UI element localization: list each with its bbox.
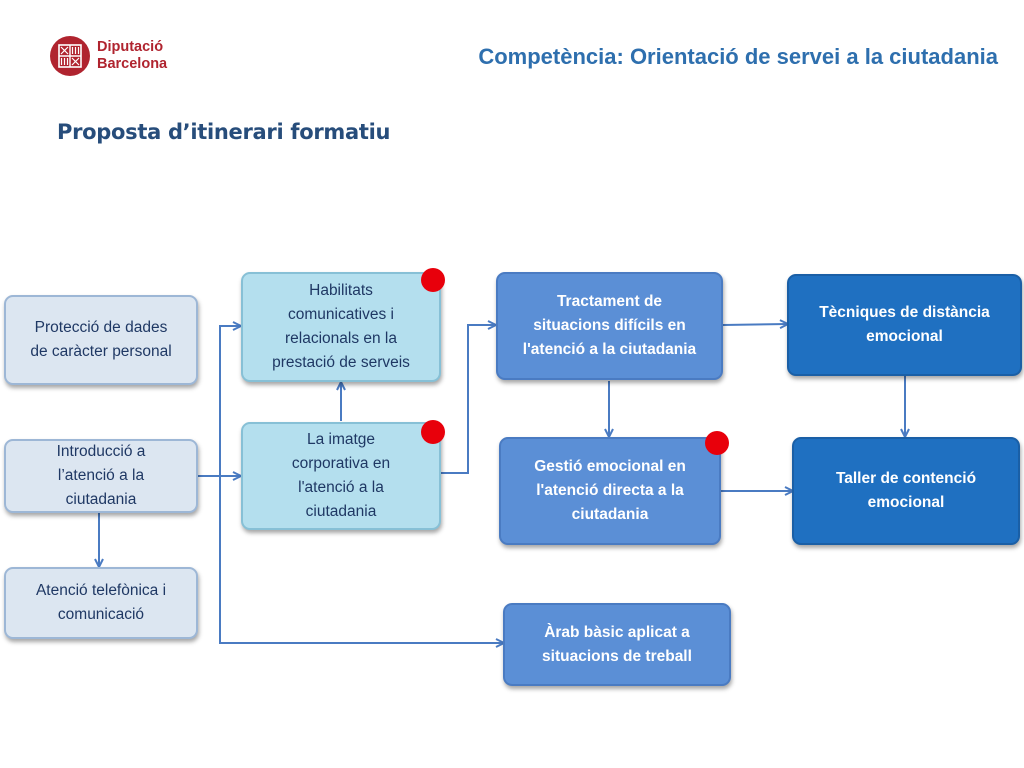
node-proteccio-dades: Protecció de dades de caràcter personal [4, 295, 198, 385]
node-tractament-situacions: Tractament de situacions difícils en l'a… [496, 272, 723, 380]
node-habilitats-comunicatives: Habilitats comunicatives i relacionals e… [241, 272, 441, 382]
node-line: ciutadania [65, 491, 137, 508]
connector-introduccio-to-arab [219, 476, 503, 643]
node-line: La imatge [306, 431, 376, 448]
node-line: l'atenció directa a la [536, 482, 684, 499]
node-line: l’atenció a la [57, 467, 145, 484]
node-line: Atenció telefònica i [35, 582, 167, 599]
competency-title: Competència: Orientació de servei a la c… [478, 44, 998, 69]
coat-of-arms-icon [50, 36, 90, 76]
node-introduccio-atencio: Introducció a l’atenció a la ciutadania [4, 439, 198, 513]
red-marker-icon [421, 268, 445, 292]
node-line: situacions difícils en [533, 317, 686, 334]
node-line: de caràcter personal [30, 343, 172, 360]
logo-line-2: Barcelona [97, 56, 168, 72]
node-line: emocional [867, 494, 945, 511]
node-line: comunicació [57, 606, 145, 623]
node-line: comunicatives i [288, 306, 394, 323]
connector-introduccio-to-habilitats [197, 326, 240, 477]
connector-tractament-to-tecniques [722, 324, 787, 325]
node-line: situacions de treball [542, 647, 692, 665]
node-tecniques-distancia: Tècniques de distància emocional [787, 274, 1022, 376]
node-line: ciutadania [305, 503, 377, 520]
node-line: Introducció a [56, 443, 146, 460]
node-line: relacionals en la [284, 330, 397, 347]
logo-wordmark: Diputació Barcelona [97, 39, 167, 73]
node-line: corporativa en [291, 455, 391, 472]
node-line: Tractament de [556, 293, 663, 310]
node-line: l'atenció a la [298, 479, 384, 496]
node-line: Gestió emocional en [534, 458, 686, 475]
node-line: l'atenció a la ciutadania [522, 341, 697, 358]
red-marker-icon [421, 420, 445, 444]
node-line: ciutadania [571, 506, 649, 523]
node-imatge-corporativa: La imatge corporativa en l'atenció a la … [241, 422, 441, 530]
node-line: prestació de serveis [272, 354, 410, 371]
node-arab-basic: Àrab bàsic aplicat a situacions de treba… [503, 603, 731, 686]
node-line: emocional [866, 328, 943, 345]
connector-imatge-to-tractament [441, 325, 495, 474]
node-line: Protecció de dades [34, 319, 168, 336]
diputacio-barcelona-logo: Diputació Barcelona [50, 36, 210, 80]
slide-title: Proposta d’itinerari formatiu [57, 120, 391, 144]
logo-line-1: Diputació [97, 39, 164, 55]
node-line: Taller de contenció [835, 470, 977, 487]
red-marker-icon [705, 431, 729, 455]
node-taller-contencio: Taller de contenció emocional [792, 437, 1020, 545]
node-line: Habilitats [309, 282, 373, 299]
node-atencio-telefonica: Atenció telefònica i comunicació [4, 567, 198, 639]
node-gestio-emocional: Gestió emocional en l'atenció directa a … [499, 437, 721, 545]
node-line: Tècniques de distància [819, 304, 990, 321]
node-line: Àrab bàsic aplicat a [544, 623, 690, 641]
